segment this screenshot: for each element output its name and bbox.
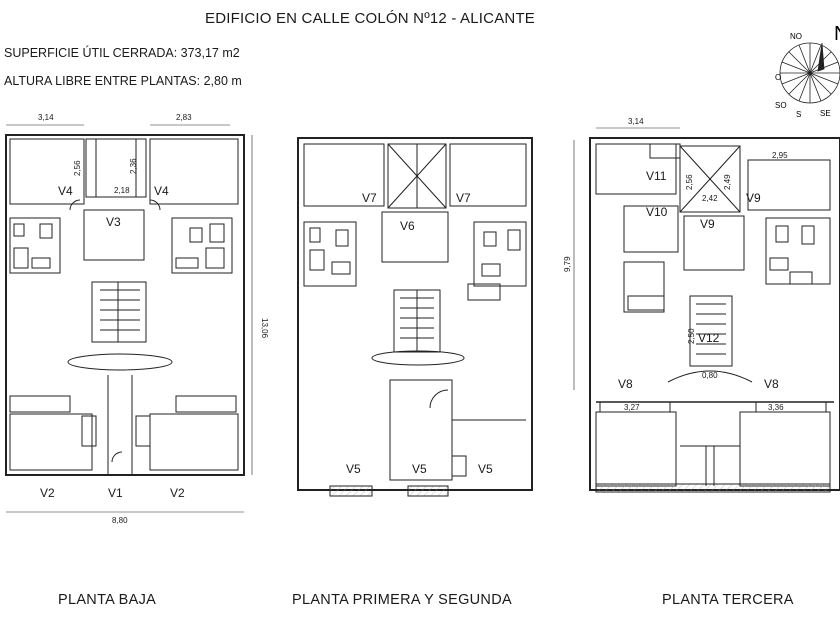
dim-ground-top-left: 3,14: [38, 113, 54, 122]
plan-ground-floor: [5, 124, 253, 513]
dim-third-bottom-right: 3,36: [768, 403, 784, 412]
room-v3: V3: [106, 215, 121, 229]
plan-label-third: PLANTA TERCERA: [662, 592, 794, 608]
dim-third-sky-w: 2,42: [702, 194, 718, 203]
dim-ground-inner-h2: 2,36: [129, 158, 138, 174]
compass-no: NO: [790, 32, 802, 41]
dim-third-stair-h: 2,50: [687, 328, 696, 344]
room-v1: V1: [108, 486, 123, 500]
room-v5-right: V5: [478, 462, 493, 476]
room-v8-left: V8: [618, 377, 633, 391]
compass-north: N: [834, 23, 840, 45]
plan-label-first-second: PLANTA PRIMERA Y SEGUNDA: [292, 592, 512, 608]
compass-se: SE: [820, 109, 831, 118]
room-v10: V10: [646, 205, 668, 219]
dim-third-bottom-left: 3,27: [624, 403, 640, 412]
room-v7-left: V7: [362, 191, 377, 205]
room-v4-left: V4: [58, 184, 73, 198]
dim-third-top-left: 3,14: [628, 117, 644, 126]
room-v9-mid: V9: [700, 217, 715, 231]
room-v11: V11: [646, 169, 667, 183]
dim-ground-width: 8,80: [112, 516, 128, 525]
height-info: ALTURA LIBRE ENTRE PLANTAS: 2,80 m: [4, 74, 242, 88]
dim-ground-top-right: 2,83: [176, 113, 192, 122]
compass-rose-icon: N NO O SO S SE: [775, 23, 840, 118]
dim-third-sky-h2: 2,49: [723, 174, 732, 190]
plan-label-ground: PLANTA BAJA: [58, 592, 157, 608]
plan-first-second-floor: [297, 137, 533, 497]
dim-third-height: 9,79: [563, 256, 572, 272]
room-v9-right: V9: [746, 191, 761, 205]
compass-s: S: [796, 110, 801, 118]
dim-third-top-right: 2,95: [772, 151, 788, 160]
plan-third-floor: [573, 127, 840, 493]
compass-o: O: [775, 73, 781, 82]
room-v4-right: V4: [154, 184, 169, 198]
room-v2-left: V2: [40, 486, 55, 500]
dim-third-stair-w: 0,80: [702, 371, 718, 380]
surface-info: SUPERFICIE ÚTIL CERRADA: 373,17 m2: [4, 46, 240, 60]
dim-ground-inner-h1: 2,56: [73, 160, 82, 176]
room-v5-left: V5: [346, 462, 361, 476]
dim-third-sky-h1: 2,56: [685, 174, 694, 190]
room-v7-right: V7: [456, 191, 471, 205]
drawing-title: EDIFICIO EN CALLE COLÓN Nº12 - ALICANTE: [204, 10, 536, 27]
room-v5-mid: V5: [412, 462, 427, 476]
room-v12: V12: [698, 331, 720, 345]
dim-ground-height: 13,06: [260, 318, 269, 339]
room-v6: V6: [400, 219, 415, 233]
room-v8-right: V8: [764, 377, 779, 391]
compass-so: SO: [775, 101, 787, 110]
dim-ground-inner-w: 2,18: [114, 186, 130, 195]
room-v2-right: V2: [170, 486, 185, 500]
